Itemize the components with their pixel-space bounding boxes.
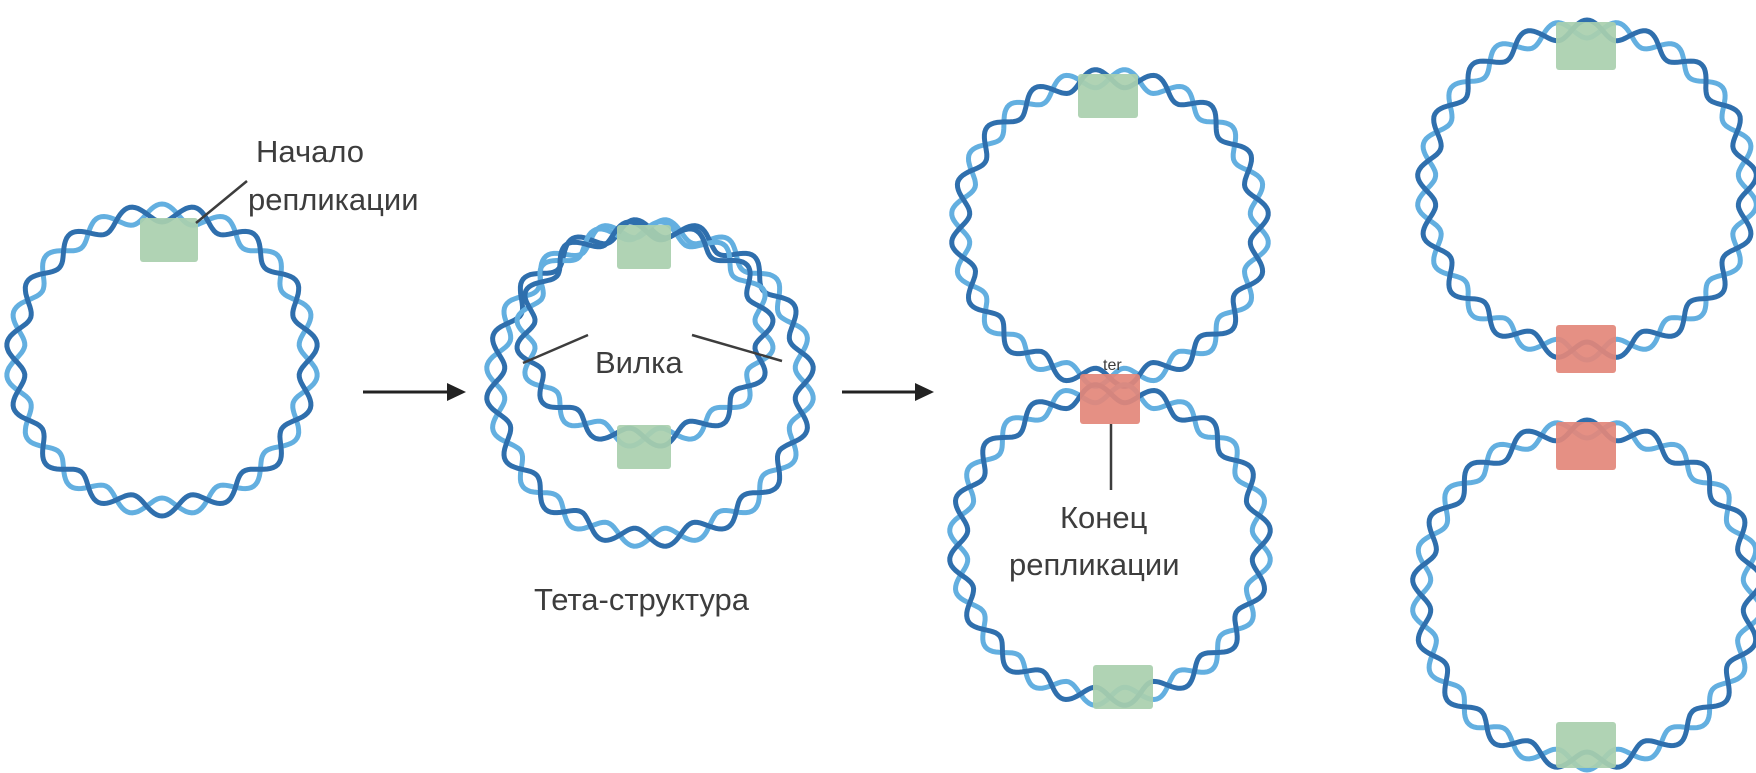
origin-box-lower xyxy=(617,425,671,469)
fork-label: Вилка xyxy=(595,345,683,380)
origin-label-line1: Начало xyxy=(256,134,364,169)
stage-4-separated-chromosomes xyxy=(1413,20,1756,770)
arrow-1-icon xyxy=(363,383,466,401)
origin-box-daughter-top xyxy=(1556,22,1616,70)
origin-of-replication-box xyxy=(140,218,198,262)
ter-label: ter xyxy=(1103,357,1122,374)
daughter-chromosome-bottom xyxy=(1413,420,1756,770)
arrow-2-icon xyxy=(842,383,934,401)
origin-label-line2: репликации xyxy=(248,182,419,217)
end-label-line1: Конец xyxy=(1060,500,1148,535)
ter-box-daughter-top xyxy=(1556,325,1616,373)
stage-1-circular-chromosome: Начало репликации xyxy=(7,134,419,516)
theta-label: Тета-структура xyxy=(534,582,750,617)
daughter-chromosome-top xyxy=(1418,20,1756,360)
ter-site-box xyxy=(1080,374,1140,424)
origin-box-upper xyxy=(617,225,671,269)
ter-box-daughter-bottom xyxy=(1556,422,1616,470)
end-label-line2: репликации xyxy=(1009,547,1180,582)
origin-box-top xyxy=(1078,74,1138,118)
origin-box-daughter-bottom xyxy=(1556,722,1616,768)
origin-box-bottom xyxy=(1093,665,1153,709)
